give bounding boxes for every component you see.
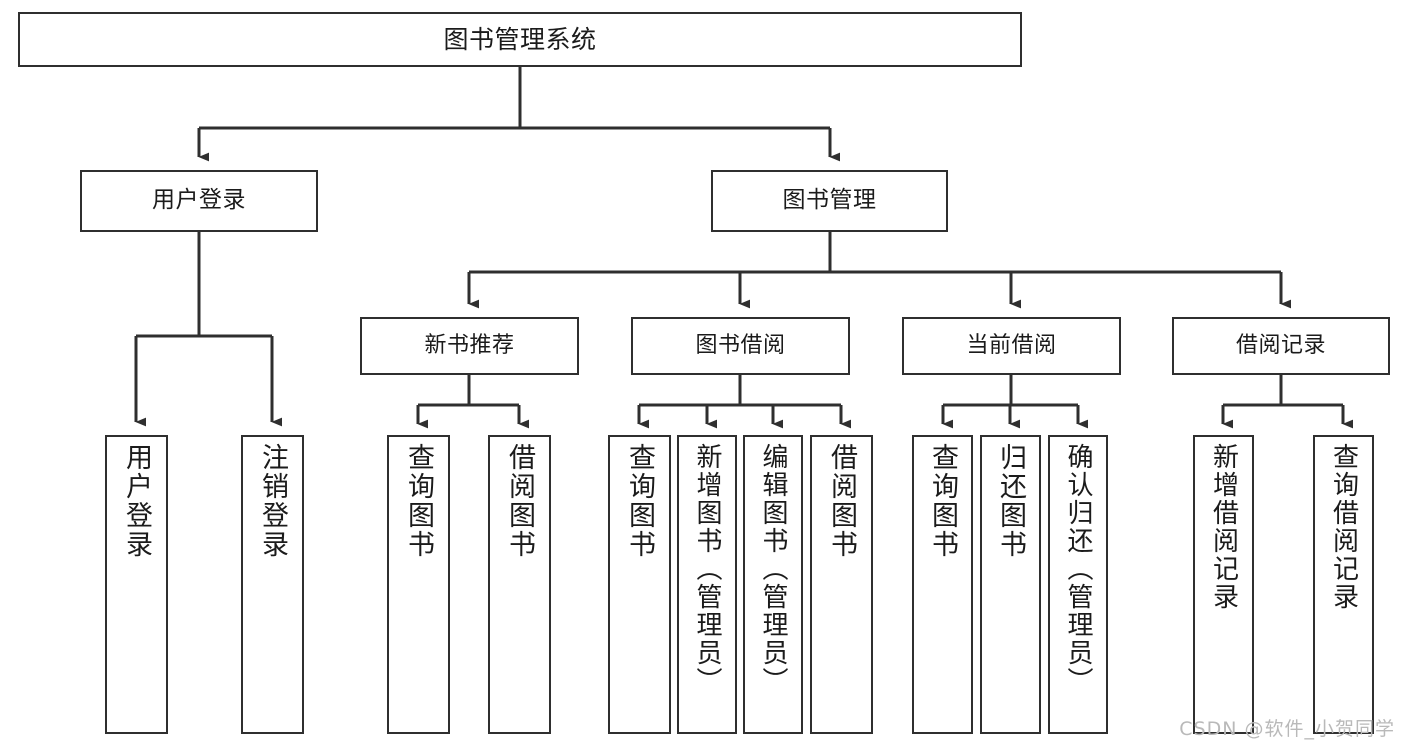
node-book-borrow[interactable]: 图书借阅: [631, 317, 850, 375]
node-leaf-edit-book-admin[interactable]: 编辑图书（管理员）: [743, 435, 803, 734]
node-leaf-return-book[interactable]: 归还图书: [980, 435, 1041, 734]
node-leaf-query-book-current-label: 查询图书: [927, 443, 958, 559]
node-book-borrow-label: 图书借阅: [695, 332, 786, 358]
node-leaf-add-book-admin[interactable]: 新增图书（管理员）: [677, 435, 737, 734]
node-root-system-label: 图书管理系统: [443, 24, 597, 54]
node-leaf-query-book-recommend-label: 查询图书: [403, 443, 434, 559]
node-leaf-user-login[interactable]: 用户登录: [105, 435, 168, 734]
node-leaf-query-borrow-record[interactable]: 查询借阅记录: [1313, 435, 1374, 734]
node-user-login-label: 用户登录: [152, 187, 246, 214]
node-book-management[interactable]: 图书管理: [711, 170, 948, 232]
node-leaf-logout[interactable]: 注销登录: [241, 435, 304, 734]
node-leaf-query-book-borrow-label: 查询图书: [624, 443, 655, 559]
node-user-login[interactable]: 用户登录: [80, 170, 318, 232]
node-leaf-add-borrow-record[interactable]: 新增借阅记录: [1193, 435, 1254, 734]
node-borrow-records[interactable]: 借阅记录: [1172, 317, 1390, 375]
node-new-book-recommend[interactable]: 新书推荐: [360, 317, 579, 375]
node-leaf-add-borrow-record-label: 新增借阅记录: [1208, 443, 1239, 611]
node-leaf-query-book-current[interactable]: 查询图书: [912, 435, 973, 734]
node-current-borrow[interactable]: 当前借阅: [902, 317, 1121, 375]
node-borrow-records-label: 借阅记录: [1235, 332, 1326, 358]
node-root-system[interactable]: 图书管理系统: [18, 12, 1022, 67]
node-leaf-confirm-return-admin[interactable]: 确认归还（管理员）: [1048, 435, 1108, 734]
node-leaf-user-login-label: 用户登录: [121, 443, 152, 559]
node-book-management-label: 图书管理: [782, 187, 877, 214]
node-leaf-borrow-book-label: 借阅图书: [826, 443, 857, 559]
node-leaf-borrow-book-recommend-label: 借阅图书: [504, 443, 535, 559]
node-leaf-logout-label: 注销登录: [257, 443, 288, 559]
node-leaf-query-book-borrow[interactable]: 查询图书: [608, 435, 671, 734]
node-leaf-query-book-recommend[interactable]: 查询图书: [387, 435, 450, 734]
node-leaf-add-book-admin-label: 新增图书（管理员）: [692, 443, 722, 695]
node-leaf-borrow-book-recommend[interactable]: 借阅图书: [488, 435, 551, 734]
node-current-borrow-label: 当前借阅: [966, 332, 1057, 358]
node-leaf-confirm-return-admin-label: 确认归还（管理员）: [1063, 443, 1093, 695]
node-leaf-return-book-label: 归还图书: [995, 443, 1026, 559]
node-leaf-edit-book-admin-label: 编辑图书（管理员）: [758, 443, 788, 695]
node-new-book-recommend-label: 新书推荐: [424, 332, 515, 358]
node-leaf-borrow-book[interactable]: 借阅图书: [810, 435, 873, 734]
node-leaf-query-borrow-record-label: 查询借阅记录: [1328, 443, 1359, 611]
